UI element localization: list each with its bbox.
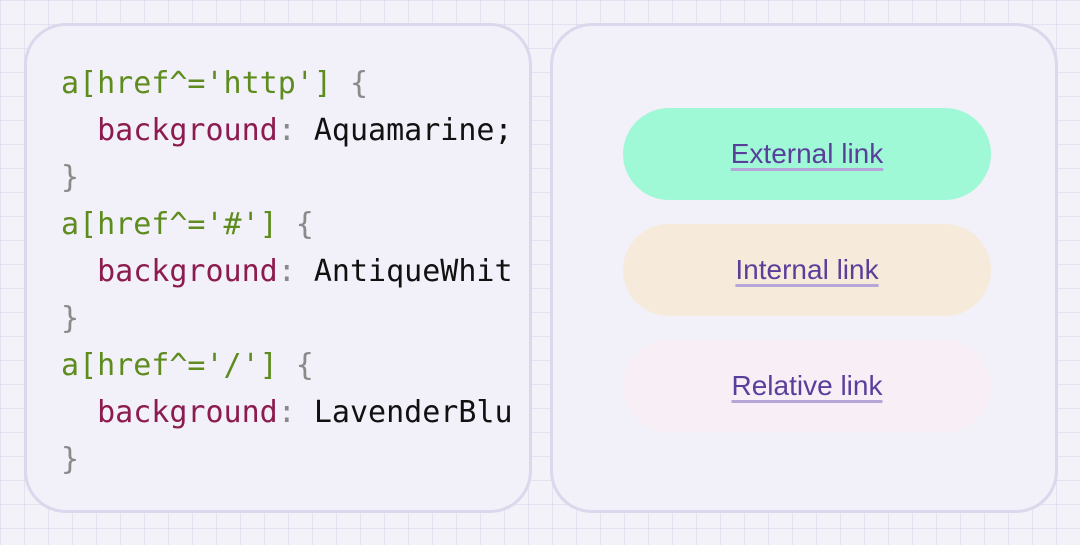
property-background: background <box>97 395 278 430</box>
property-background: background <box>97 113 278 148</box>
code-line-close-hash: } <box>61 295 513 342</box>
selector-hash: a[href^='#'] <box>61 207 278 242</box>
close-brace: } <box>61 442 80 477</box>
css-code-block: a[href^='http'] { background: Aquamarine… <box>61 60 513 483</box>
css-code-panel: a[href^='http'] { background: Aquamarine… <box>24 23 532 513</box>
open-brace: { <box>277 348 314 383</box>
property-background: background <box>97 254 278 289</box>
code-line-close-http: } <box>61 154 513 201</box>
open-brace: { <box>277 207 314 242</box>
value-aquamarine: Aquamarine; <box>313 113 513 148</box>
external-link-pill: External link <box>623 108 991 200</box>
colon: : <box>277 254 296 289</box>
code-line-declaration-http: background: Aquamarine; <box>61 107 513 154</box>
code-line-selector-http: a[href^='http'] { <box>61 60 513 107</box>
code-line-close-slash: } <box>61 436 513 483</box>
internal-link-pill: Internal link <box>623 224 991 316</box>
selector-slash: a[href^='/'] <box>61 348 278 383</box>
value-antiquewhite: AntiqueWhit <box>313 254 513 289</box>
colon: : <box>277 395 296 430</box>
internal-link[interactable]: Internal link <box>735 254 879 285</box>
code-line-declaration-hash: background: AntiqueWhit <box>61 248 513 295</box>
value-lavenderblush: LavenderBlu <box>313 395 513 430</box>
selector-http: a[href^='http'] <box>61 66 332 101</box>
colon: : <box>277 113 296 148</box>
code-line-declaration-slash: background: LavenderBlu <box>61 389 513 436</box>
external-link[interactable]: External link <box>730 138 884 169</box>
open-brace: { <box>331 66 369 101</box>
relative-link-pill: Relative link <box>623 340 991 432</box>
link-preview-panel: External link Internal link Relative lin… <box>550 23 1058 513</box>
code-line-selector-slash: a[href^='/'] { <box>61 342 513 389</box>
code-line-selector-hash: a[href^='#'] { <box>61 201 513 248</box>
close-brace: } <box>61 301 80 336</box>
relative-link[interactable]: Relative link <box>731 370 883 401</box>
close-brace: } <box>61 160 80 195</box>
